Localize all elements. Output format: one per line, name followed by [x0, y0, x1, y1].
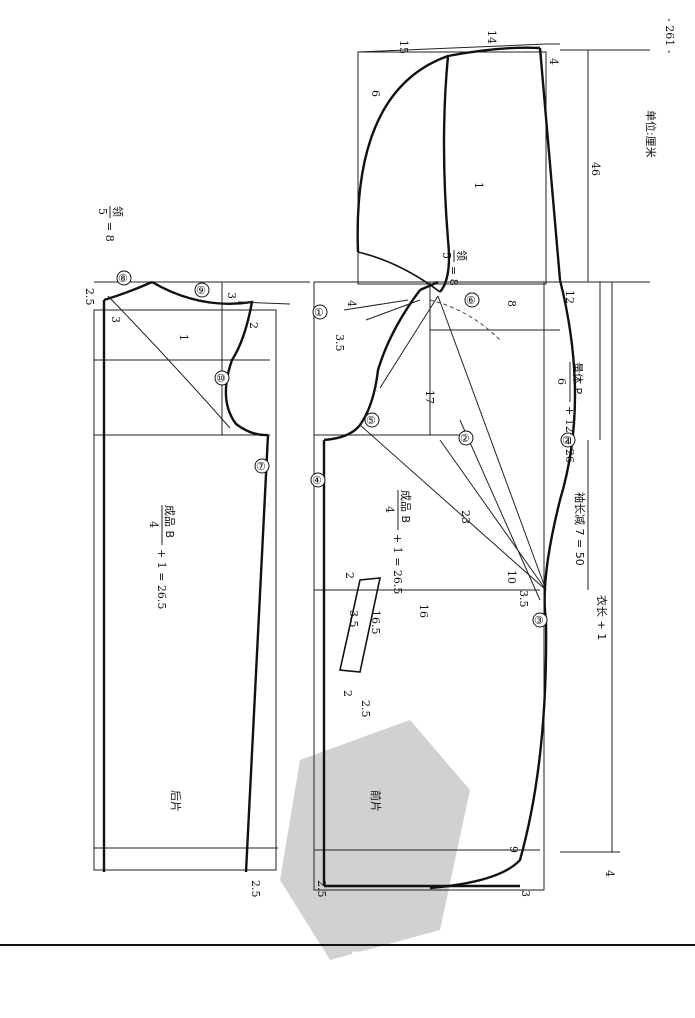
svg-text:+ 1 = 26.5: + 1 = 26.5 [391, 534, 404, 594]
dim-back-2: 2 [247, 322, 260, 329]
svg-text:②: ② [460, 432, 470, 445]
svg-text:①: ① [314, 306, 324, 319]
svg-text:领: 领 [455, 250, 468, 261]
svg-text:⑤: ⑤ [366, 414, 376, 427]
dim-1-sleeve: 1 [472, 182, 485, 189]
dim-4-hem: 4 [603, 870, 616, 877]
svg-text:6: 6 [555, 378, 568, 385]
dim-2-pocket-top: 2 [343, 572, 356, 579]
unit-note: 单位:厘米 [644, 110, 658, 158]
svg-text:领: 领 [111, 206, 124, 217]
dim-2-5-front-bottom: 2.5 [315, 880, 328, 898]
svg-text:4: 4 [383, 506, 396, 513]
circled-2-front: ② [458, 430, 474, 446]
formula-neck-sleeve: 领 5 = 8 [440, 250, 468, 286]
dim-8: 8 [505, 300, 518, 307]
circled-3: ③ [532, 612, 548, 628]
dim-back-2-5-bottom: 2.5 [249, 880, 262, 898]
coat-length-formula: 衣长 + 1 [595, 595, 609, 640]
svg-text:= 8: = 8 [447, 266, 460, 286]
circled-5: ⑤ [364, 412, 380, 428]
formula-back-chest: 成品 B 4 + 1 = 26.5 [147, 505, 176, 609]
circled-4: ④ [310, 472, 326, 488]
formula-neck-back: 领 5 = 8 [96, 206, 124, 242]
dim-46: 46 [589, 162, 602, 176]
svg-text:= 8: = 8 [103, 222, 116, 242]
dim-12: 12 [563, 290, 576, 304]
dim-4-front: 4 [345, 300, 358, 307]
back-piece-label: 后片 [169, 790, 182, 812]
dim-3-5-mid: 3.5 [517, 590, 530, 608]
svg-text:成品 B: 成品 B [399, 490, 412, 523]
watermark-text: DG [348, 950, 367, 976]
formula-front-chest: 成品 B 4 + 1 = 26.5 [383, 490, 412, 594]
svg-text:②: ② [562, 434, 572, 447]
svg-text:④: ④ [312, 474, 322, 487]
sleeve-length-formula: 袖长减 7 = 50 [573, 492, 587, 566]
svg-text:⑧: ⑧ [118, 272, 128, 285]
dim-2-pocket-bottom: 2 [341, 690, 354, 697]
back-piece [93, 280, 310, 873]
svg-text:+ 1 = 26.5: + 1 = 26.5 [155, 549, 168, 609]
page-number: - 261 - [663, 18, 676, 54]
dim-15: 15 [397, 40, 410, 54]
formula-body-p: 量体 P 6 + 12 = 26 [555, 362, 585, 463]
front-piece [313, 280, 547, 891]
circled-9: ⑨ [194, 282, 210, 298]
dim-3-5-pocket: 3.5 [347, 610, 360, 628]
svg-text:⑨: ⑨ [196, 284, 206, 297]
svg-text:5: 5 [440, 252, 453, 259]
front-piece-label: 前片 [369, 790, 383, 812]
dim-23: 23 [459, 510, 472, 524]
svg-text:成品 B: 成品 B [163, 505, 176, 538]
circled-10: ⑩ [214, 370, 230, 386]
dim-2-5-pocket: 2.5 [359, 700, 372, 718]
dim-16-5: 16.5 [369, 610, 382, 635]
dim-14: 14 [485, 30, 498, 44]
dim-back-3b: 3 [225, 292, 238, 299]
dim-10: 10 [505, 570, 518, 584]
circled-2-sleeve: ② [560, 432, 576, 448]
svg-text:⑥: ⑥ [466, 294, 476, 307]
circled-7: ⑦ [254, 458, 270, 474]
svg-text:⑦: ⑦ [256, 460, 266, 473]
svg-text:⑩: ⑩ [216, 372, 226, 385]
dim-17: 17 [423, 390, 436, 404]
dim-9: 9 [507, 846, 520, 853]
dimension-lines-right [560, 49, 650, 853]
dim-3-hem: 3 [519, 890, 532, 897]
dim-back-1: 1 [177, 334, 190, 341]
circled-6: ⑥ [464, 292, 480, 308]
dim-3-5-front: 3.5 [333, 334, 346, 352]
dim-4-top: 4 [547, 58, 560, 65]
svg-text:4: 4 [147, 521, 160, 528]
circled-1: ① [312, 304, 328, 320]
svg-text:③: ③ [534, 614, 544, 627]
dim-back-3: 3 [109, 316, 122, 323]
dim-16: 16 [417, 604, 430, 618]
svg-text:+ 12 = 26: + 12 = 26 [563, 406, 576, 463]
dim-6: 6 [369, 90, 382, 97]
dim-back-2-5-top: 2.5 [83, 288, 96, 306]
watermark-seal: DG [280, 720, 470, 976]
svg-text:5: 5 [96, 208, 109, 215]
svg-text:量体 P: 量体 P [571, 362, 585, 394]
circled-8: ⑧ [116, 270, 132, 286]
